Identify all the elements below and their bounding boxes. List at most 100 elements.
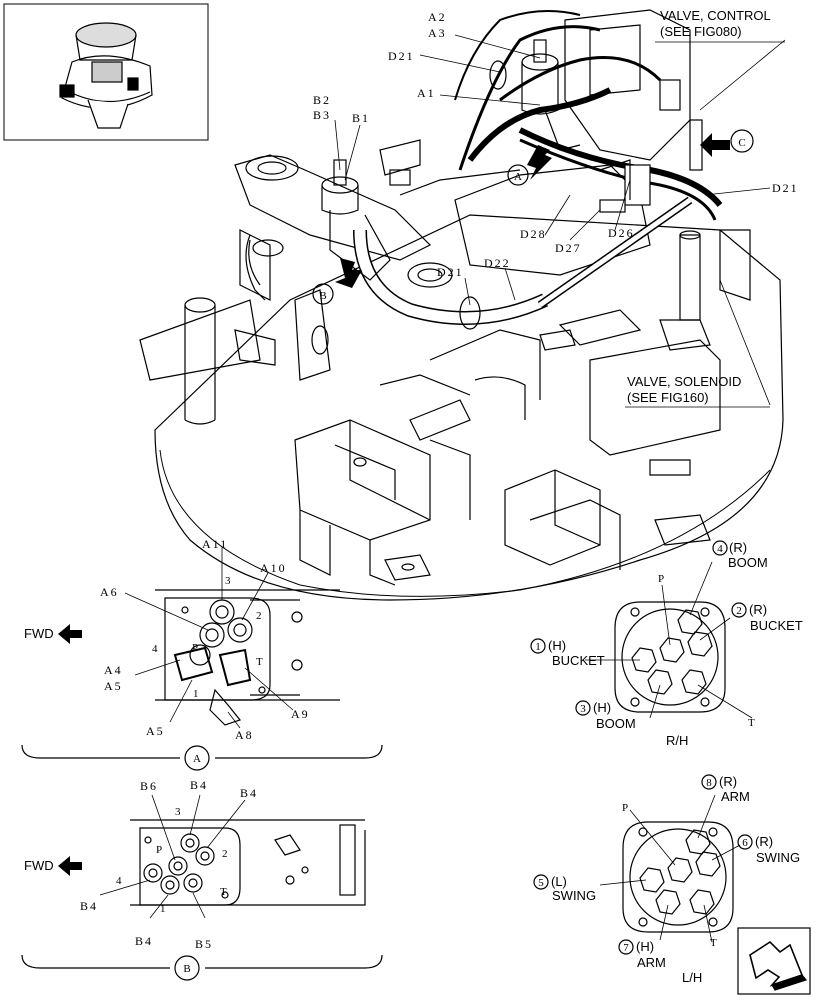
rh-item-1-name: BUCKET (552, 653, 605, 668)
port-p-b: P (156, 844, 162, 856)
label-b4-right: B4 (240, 786, 258, 800)
section-b-bracket (21, 954, 383, 981)
upper-structure-drawing (139, 139, 784, 601)
port-1-b: 1 (160, 903, 166, 915)
lh-leaders (599, 794, 741, 943)
port-3-b: 3 (175, 806, 181, 818)
section-a-bracket (21, 744, 383, 771)
label-d27: D27 (555, 241, 582, 255)
fwd-label-b: FWD (24, 858, 54, 873)
view-a-marker (507, 164, 529, 186)
fwd-arrow-a (58, 624, 82, 644)
label-b2: B2 (313, 93, 331, 107)
section-a-letter: A (193, 753, 201, 765)
fwd-label-a: FWD (24, 626, 54, 641)
rh-item-4-side: (R) (729, 540, 747, 555)
pilot-valve-a (521, 39, 581, 151)
valve-control-title: VALVE, CONTROL (660, 8, 771, 23)
lh-item-6-side: (R) (755, 834, 773, 849)
lh-item-8-name: ARM (721, 789, 750, 804)
rh-item-2-num: 2 (736, 605, 742, 617)
label-a9: A9 (291, 707, 310, 721)
detail-b-drawing (130, 819, 366, 906)
lh-item-8-num: 8 (706, 777, 712, 789)
port-2-a: 2 (256, 610, 262, 622)
overview-thumbnail (3, 3, 209, 141)
rh-item-4-name: BOOM (728, 555, 768, 570)
rh-port-p: P (658, 573, 664, 585)
port-2-b: 2 (222, 848, 228, 860)
rh-item-2-name: BUCKET (750, 618, 803, 633)
label-b1: B1 (352, 111, 370, 125)
rh-caption: R/H (666, 733, 688, 748)
port-p-a: P (192, 642, 198, 654)
label-b4-top: B4 (190, 778, 208, 792)
next-page-arrow-icon[interactable] (737, 927, 811, 995)
label-d21-top: D21 (388, 49, 415, 63)
port-t-a: T (256, 656, 263, 668)
rh-leaders (585, 561, 753, 719)
detail-a-drawing (155, 589, 340, 726)
valve-solenoid-ref: (SEE FIG160) (627, 390, 709, 405)
lh-caption: L/H (682, 970, 702, 985)
view-b-letter: B (319, 290, 326, 302)
control-valve-assembly (564, 9, 703, 213)
port-4-b: 4 (116, 875, 122, 887)
rh-item-1-num: 1 (535, 641, 541, 653)
label-a10: A10 (260, 561, 287, 575)
label-d22: D22 (484, 256, 511, 270)
rh-item-1-side: (H) (548, 638, 566, 653)
detail-b-leaders (99, 794, 246, 919)
lh-item-6-num: 6 (742, 837, 748, 849)
label-a5: A5 (146, 724, 165, 738)
label-d21-mid: D21 (437, 265, 464, 279)
label-a8: A8 (235, 728, 254, 742)
view-c-marker (730, 129, 754, 153)
view-a-letter: A (514, 171, 522, 183)
clamp-d21 (459, 60, 507, 330)
label-a1: A1 (417, 86, 436, 100)
lh-port-p: P (622, 802, 628, 814)
lh-item-6-name: SWING (756, 850, 800, 865)
lh-number-circles (533, 774, 753, 955)
label-a4: A4 (104, 663, 123, 677)
port-t-b: T (220, 886, 227, 898)
rh-pilot-valve-drawing (614, 601, 726, 713)
label-d28: D28 (520, 227, 547, 241)
rh-item-4-num: 4 (717, 543, 723, 555)
valve-control-ref: (SEE FIG080) (660, 24, 742, 39)
lh-item-5-name: SWING (552, 888, 596, 903)
label-a6: A6 (100, 585, 119, 599)
port-1-a: 1 (193, 688, 199, 700)
label-a11: A11 (202, 537, 228, 551)
section-b-letter: B (183, 963, 190, 975)
lh-item-5-num: 5 (538, 877, 544, 889)
label-d26: D26 (608, 226, 635, 240)
rh-port-t: T (748, 717, 755, 729)
view-b-marker (312, 283, 334, 305)
pilot-valve-b (321, 159, 391, 281)
label-a2: A2 (428, 10, 447, 24)
port-3-a: 3 (225, 575, 231, 587)
view-arrows (335, 133, 730, 288)
lh-item-7-name: ARM (637, 955, 666, 970)
view-c-letter: C (738, 137, 745, 149)
label-b6: B6 (140, 779, 158, 793)
label-a5-upper: A5 (104, 679, 123, 693)
lh-item-5-side: (L) (551, 874, 567, 889)
label-b5: B5 (195, 937, 213, 951)
valve-solenoid-title: VALVE, SOLENOID (627, 374, 741, 389)
lh-port-t: T (710, 937, 717, 949)
detail-a-leaders (124, 548, 294, 729)
port-4-a: 4 (152, 643, 158, 655)
label-b3: B3 (313, 108, 331, 122)
lh-item-7-num: 7 (623, 942, 629, 954)
rh-item-3-side: (H) (593, 700, 611, 715)
lh-item-8-side: (R) (719, 774, 737, 789)
rh-number-circles (530, 540, 747, 716)
rh-item-3-name: BOOM (596, 716, 636, 731)
rh-item-3-num: 3 (580, 703, 586, 715)
label-a3: A3 (428, 26, 447, 40)
label-b4-left: B4 (80, 899, 98, 913)
